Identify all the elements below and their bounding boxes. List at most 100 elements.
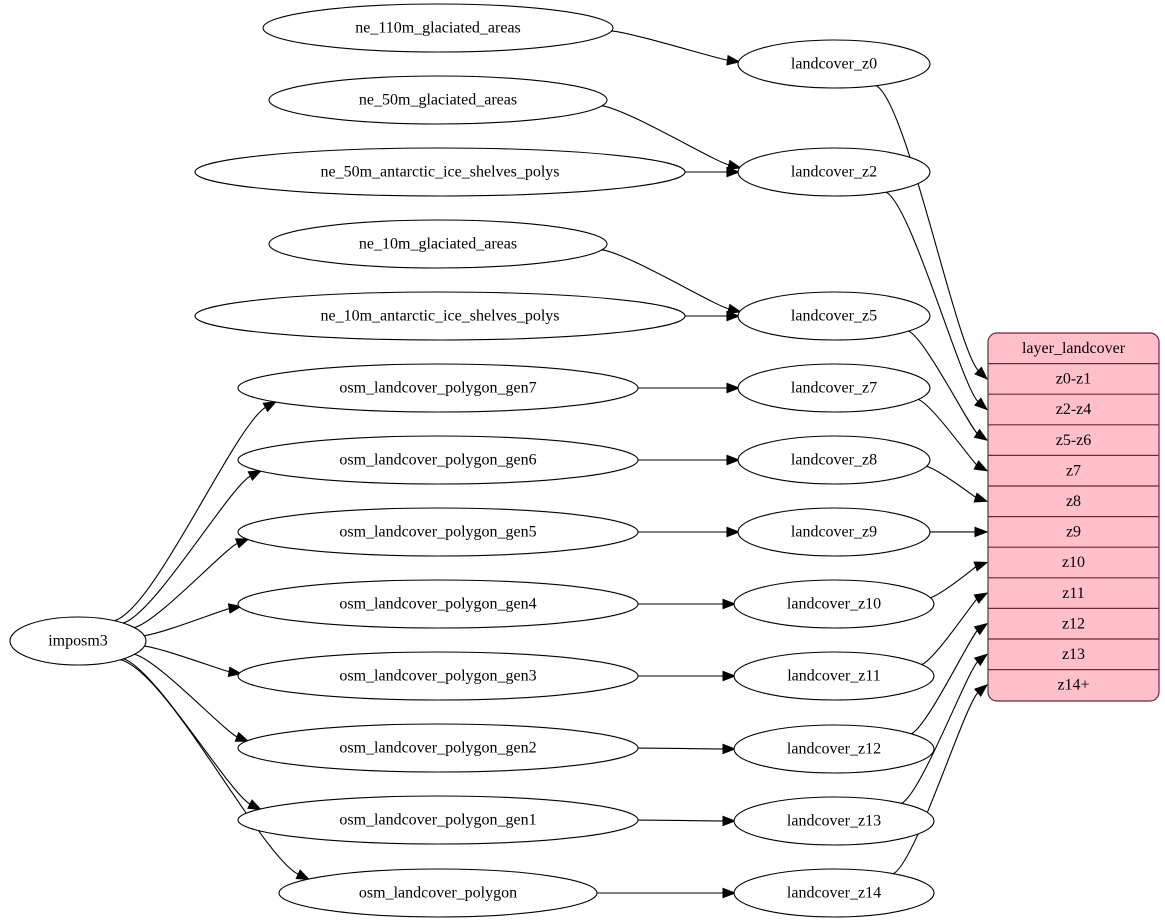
node-landcover_z13[interactable]: landcover_z13 [733,796,935,846]
edge-arrowhead [227,666,243,677]
edge [143,607,231,637]
table-row-z5-z6[interactable]: z5-z6 [1056,432,1092,449]
node-label: osm_landcover_polygon_gen6 [339,452,536,469]
edge-arrowhead [726,54,741,66]
node-shape [194,147,686,197]
node-shape [237,435,639,485]
node-shape [737,147,931,197]
edge-arrowhead [973,622,989,636]
table-row-z12[interactable]: z12 [1062,615,1085,632]
node-label: landcover_z2 [791,164,877,181]
node-osm_landcover_polygon_gen4[interactable]: osm_landcover_polygon_gen4 [237,579,639,629]
edge-arrowhead [722,743,737,755]
node-landcover_z5[interactable]: landcover_z5 [737,291,931,341]
edge [920,598,978,666]
node-label: osm_landcover_polygon_gen4 [339,596,536,613]
edge-arrowhead [727,159,742,171]
edge [143,645,231,673]
node-landcover_z7[interactable]: landcover_z7 [737,363,931,413]
edge-arrowhead [262,400,278,413]
node-shape [262,3,614,53]
table-row-z0-z1[interactable]: z0-z1 [1056,371,1092,388]
node-osm_landcover_polygon_gen6[interactable]: osm_landcover_polygon_gen6 [237,435,639,485]
edge-arrowhead [727,303,742,315]
node-shape [733,651,935,701]
edge-arrowhead [234,731,250,742]
node-shape [268,219,608,269]
node-label: ne_110m_glaciated_areas [355,20,521,37]
node-shape [237,579,639,629]
node-label: landcover_z12 [787,741,881,758]
node-shape [194,291,686,341]
node-landcover_z0[interactable]: landcover_z0 [737,39,931,89]
node-landcover_z11[interactable]: landcover_z11 [733,651,935,701]
node-shape [9,616,147,666]
table-row-z11[interactable]: z11 [1062,585,1085,602]
edge-arrowhead [726,382,741,394]
node-ne_10m_glaciated_areas[interactable]: ne_10m_glaciated_areas [268,219,608,269]
edge-arrowhead [722,887,737,899]
table-row-z14+[interactable]: z14+ [1057,677,1089,694]
node-shape [737,507,931,557]
table-row-z8[interactable]: z8 [1066,493,1081,510]
node-landcover_z2[interactable]: landcover_z2 [737,147,931,197]
table-row-z13[interactable]: z13 [1062,646,1085,663]
node-shape [237,651,639,701]
node-shape [733,579,935,629]
node-ne_50m_antarctic_ice_shelves_polys[interactable]: ne_50m_antarctic_ice_shelves_polys [194,147,686,197]
node-label: osm_landcover_polygon [359,885,517,902]
node-shape [237,795,639,845]
edge-arrowhead [973,460,989,472]
node-shape [237,723,639,773]
table-row-z7[interactable]: z7 [1066,462,1081,479]
node-shape [237,507,639,557]
node-label: osm_landcover_polygon_gen3 [339,668,536,685]
node-shape [737,363,931,413]
node-osm_landcover_polygon_gen5[interactable]: osm_landcover_polygon_gen5 [237,507,639,557]
edge [609,30,729,61]
node-landcover_z14[interactable]: landcover_z14 [733,868,935,918]
node-osm_landcover_polygon[interactable]: osm_landcover_polygon [278,868,598,918]
node-shape [268,75,608,125]
table-row-z2-z4[interactable]: z2-z4 [1056,401,1092,418]
layer-landcover-table[interactable]: layer_landcover z0-z1 z2-z4 z5-z6 z7 z8 z9 z10 z… [987,332,1160,702]
node-label: landcover_z11 [787,668,881,685]
node-imposm3[interactable]: imposm3 [9,616,147,666]
node-label: landcover_z9 [791,524,877,541]
node-osm_landcover_polygon_gen3[interactable]: osm_landcover_polygon_gen3 [237,651,639,701]
edge-arrowhead [247,799,262,811]
node-landcover_z10[interactable]: landcover_z10 [733,579,935,629]
node-label: landcover_z8 [791,452,877,469]
node-landcover_z8[interactable]: landcover_z8 [737,435,931,485]
node-osm_landcover_polygon_gen2[interactable]: osm_landcover_polygon_gen2 [237,723,639,773]
table-row-z10[interactable]: z10 [1062,554,1085,571]
node-label: imposm3 [48,633,108,650]
edge-arrowhead [973,592,989,604]
edge [885,191,980,403]
table-row-z9[interactable]: z9 [1066,524,1081,541]
edge-arrowhead [295,869,311,880]
edge [113,406,267,622]
node-landcover_z9[interactable]: landcover_z9 [737,507,931,557]
node-label: osm_landcover_polygon_gen2 [339,740,536,757]
node-osm_landcover_polygon_gen1[interactable]: osm_landcover_polygon_gen1 [237,795,639,845]
node-label: osm_landcover_polygon_gen7 [339,380,536,397]
edge-arrowhead [247,470,263,481]
edge [900,660,979,805]
node-shape [733,796,935,846]
node-ne_50m_glaciated_areas[interactable]: ne_50m_glaciated_areas [268,75,608,125]
node-osm_landcover_polygon_gen7[interactable]: osm_landcover_polygon_gen7 [237,363,639,413]
node-landcover_z12[interactable]: landcover_z12 [733,724,935,774]
node-ne_10m_antarctic_ice_shelves_polys[interactable]: ne_10m_antarctic_ice_shelves_polys [194,291,686,341]
edge-arrowhead [726,166,741,178]
edge-arrowhead [234,538,250,549]
node-label: ne_50m_glaciated_areas [359,92,517,109]
edge-arrowhead [726,454,741,466]
edge-arrowhead [973,428,989,441]
node-ne_110m_glaciated_areas[interactable]: ne_110m_glaciated_areas [262,3,614,53]
node-label: ne_50m_antarctic_ice_shelves_polys [320,164,559,181]
table-title: layer_landcover [1022,340,1126,357]
edge [635,819,725,822]
